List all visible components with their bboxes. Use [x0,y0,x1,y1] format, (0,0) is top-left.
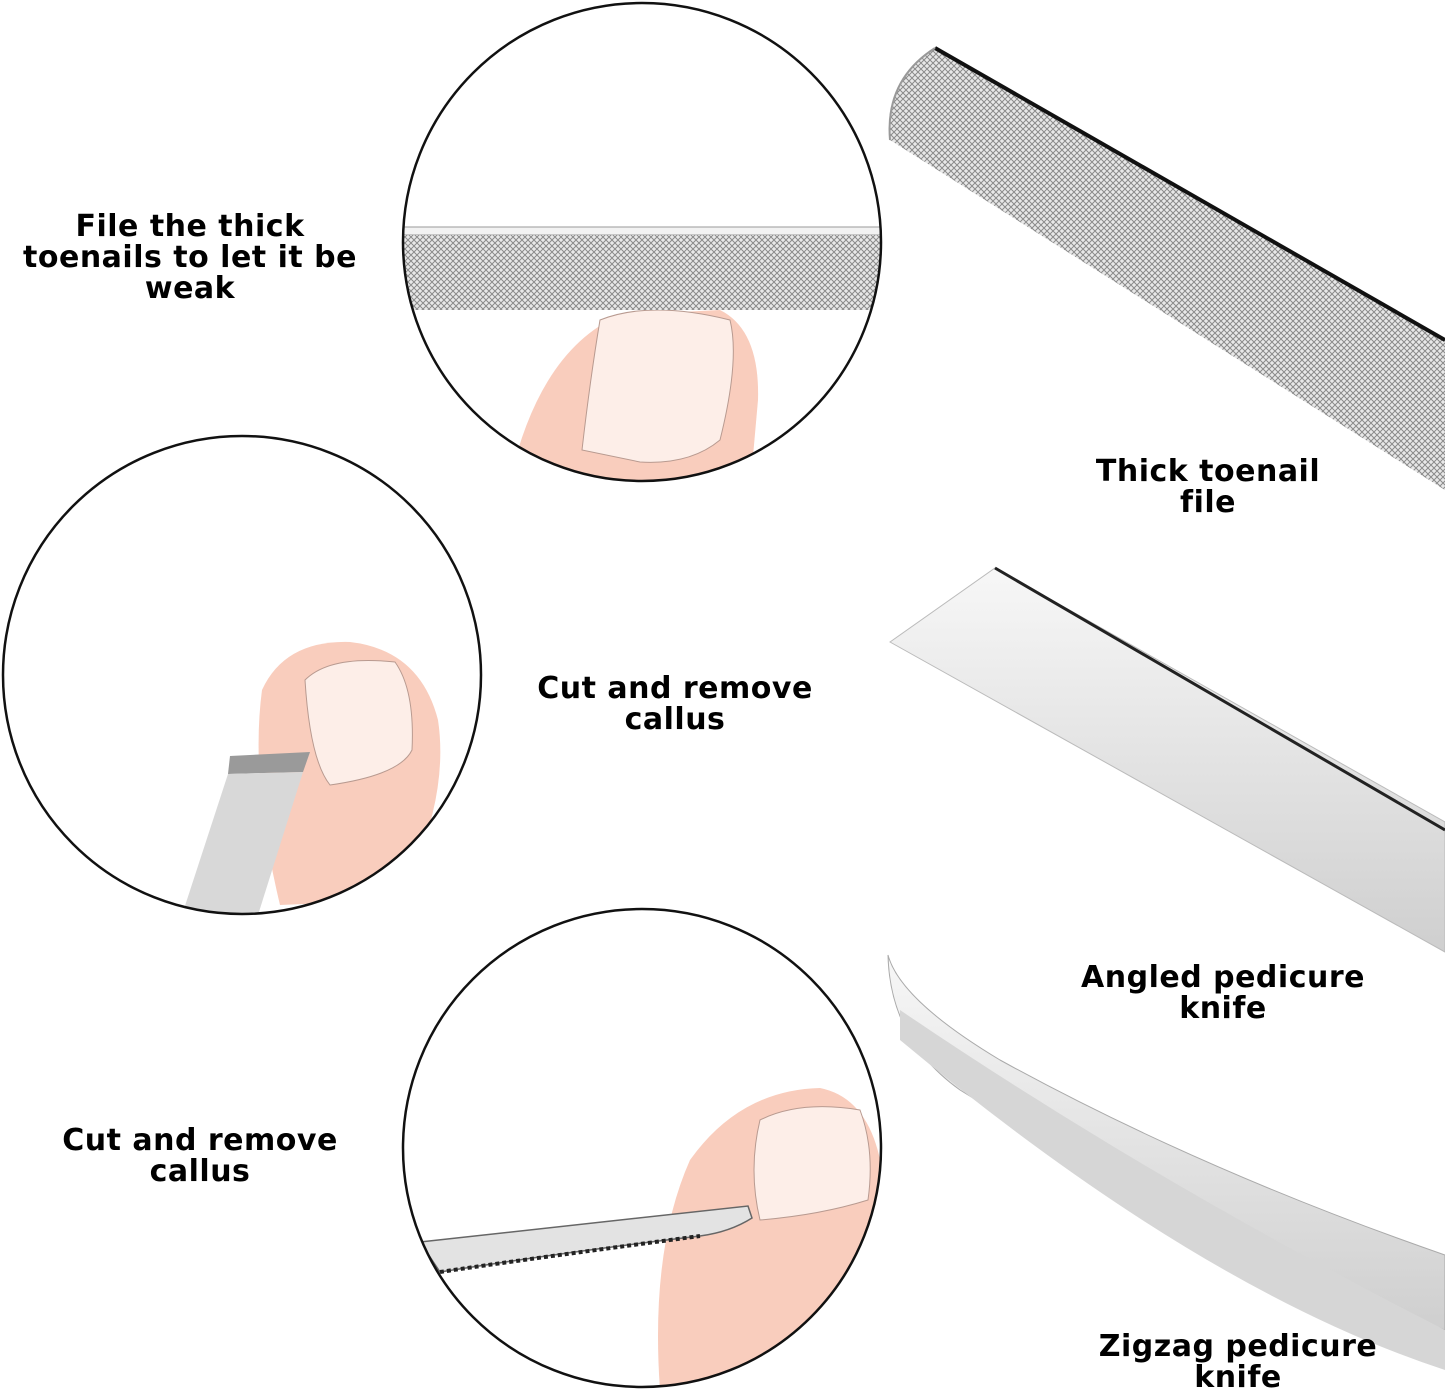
tool-label-line: knife [1194,1360,1282,1392]
tool-label-line: file [1180,485,1236,520]
thick-toenail-file-image [888,46,1445,490]
caption-line: Cut and remove [537,671,813,706]
step-2-caption: Cut and remove callus [500,673,850,735]
circle-frame [1,434,483,916]
step-3-caption: Cut and remove callus [25,1125,375,1187]
toenail-shape [581,309,734,463]
filing-illustration [403,226,881,481]
tool-label-line: Thick toenail [1095,454,1321,489]
caption-line: callus [149,1154,251,1189]
angled-pedicure-knife-image [889,566,1445,953]
file-surface [403,235,881,310]
step-1-caption: File the thick toenails to let it be wea… [0,211,380,304]
caption-line: toenails to let it be [23,240,357,275]
circle-frame [401,1,883,483]
caption-line: weak [144,271,236,306]
tool-2-label: Angled pedicure knife [1048,962,1398,1024]
angled-knife-illustration [182,641,441,914]
tool-label-line: Angled pedicure [1081,960,1365,995]
caption-line: Cut and remove [62,1123,338,1158]
caption-line: File the thick [75,209,305,244]
caption-line: callus [624,702,726,737]
circle-frame [401,907,883,1389]
tool-label-line: knife [1179,991,1267,1026]
zigzag-pedicure-knife-image [887,954,1445,1370]
tool-label-line: Zigzag pedicure [1098,1329,1378,1364]
tool-3-label: Zigzag pedicure knife [1063,1331,1413,1392]
zigzag-knife-illustration [418,1088,881,1387]
tool-1-label: Thick toenail file [1058,456,1358,518]
